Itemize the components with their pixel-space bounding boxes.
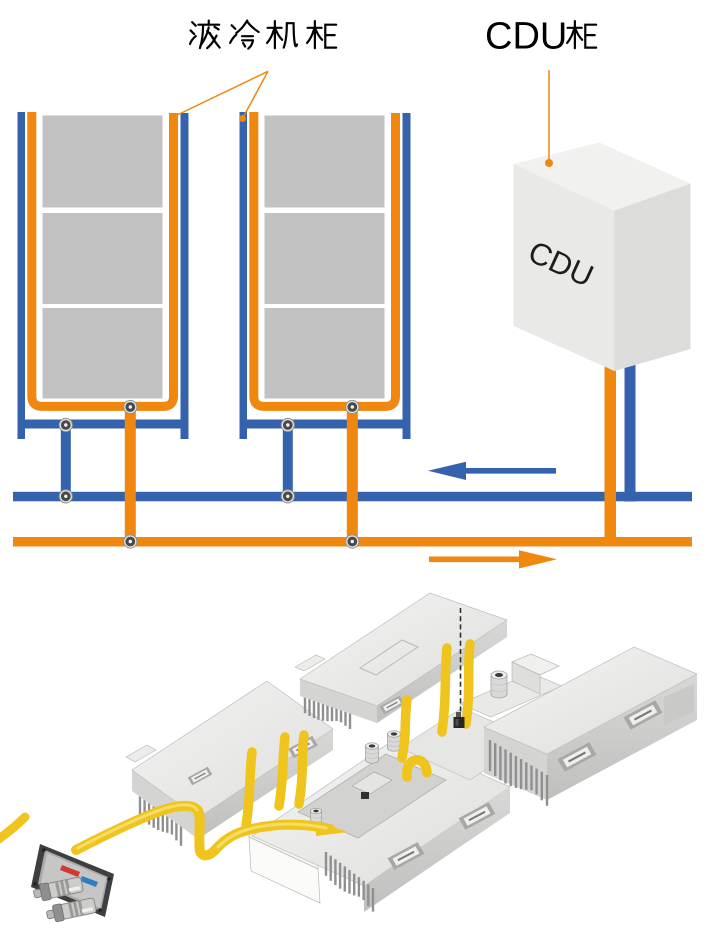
- svg-text:CDU: CDU: [485, 16, 567, 58]
